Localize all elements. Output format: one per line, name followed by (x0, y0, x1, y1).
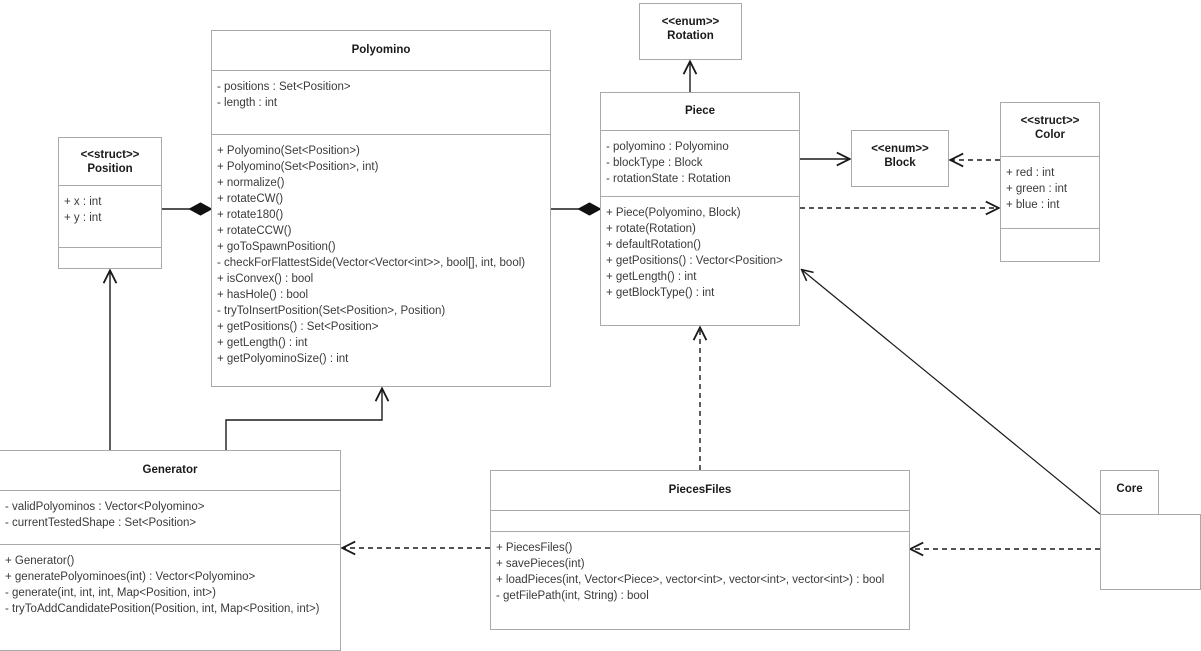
class-box-polyomino[interactable]: Polyomino - positions : Set<Position> - … (211, 30, 551, 387)
operation-item: + getLength() : int (606, 271, 697, 283)
operations-compartment-color (1001, 229, 1099, 261)
class-name-core: Core (1116, 483, 1143, 495)
operation-item: + goToSpawnPosition() (217, 241, 336, 253)
class-box-block[interactable]: <<enum>> Block (851, 130, 949, 187)
attributes-compartment-generator: - validPolyominos : Vector<Polyomino> - … (0, 491, 340, 545)
class-name-color: Color (1034, 129, 1066, 141)
operation-item: + getPositions() : Set<Position> (217, 321, 379, 333)
class-title-piece: Piece (601, 93, 799, 131)
operation-item: + Piece(Polyomino, Block) (606, 207, 741, 219)
edge-generator-to-polyomino (225, 389, 382, 450)
class-title-generator: Generator (0, 451, 340, 491)
attribute-item: + x : int (64, 196, 102, 208)
attribute-item: - blockType : Block (606, 157, 703, 169)
operation-item: + generatePolyominoes(int) : Vector<Poly… (5, 571, 256, 583)
class-name-piecesfiles: PiecesFiles (668, 484, 732, 496)
operation-item: + getPolyominoSize() : int (217, 353, 349, 365)
class-box-core-header[interactable]: Core (1100, 470, 1159, 515)
operation-item: + hasHole() : bool (217, 289, 309, 301)
attribute-item: - polyomino : Polyomino (606, 141, 729, 153)
class-stereotype-position: <<struct>> (80, 149, 140, 161)
operation-item: + Polyomino(Set<Position>) (217, 145, 360, 157)
attributes-compartment-piece: - polyomino : Polyomino - blockType : Bl… (601, 131, 799, 197)
operation-item: + rotate(Rotation) (606, 223, 696, 235)
class-title-position: <<struct>> Position (59, 138, 161, 186)
operations-compartment-polyomino: + Polyomino(Set<Position>) + Polyomino(S… (212, 135, 550, 386)
attribute-item: - positions : Set<Position> (217, 81, 351, 93)
class-stereotype-rotation: <<enum>> (661, 16, 720, 28)
class-name-polyomino: Polyomino (351, 44, 411, 56)
attributes-compartment-polyomino: - positions : Set<Position> - length : i… (212, 71, 550, 135)
attributes-compartment-position: + x : int + y : int (59, 186, 161, 248)
operation-item: + Generator() (5, 555, 75, 567)
class-box-color[interactable]: <<struct>> Color + red : int + green : i… (1000, 102, 1100, 262)
operation-item: + getBlockType() : int (606, 287, 715, 299)
attributes-compartment-piecesfiles (491, 511, 909, 532)
operations-compartment-piece: + Piece(Polyomino, Block) + rotate(Rotat… (601, 197, 799, 325)
class-title-rotation: <<enum>> Rotation (640, 4, 741, 59)
attribute-item: + blue : int (1006, 199, 1060, 211)
class-name-block: Block (884, 157, 916, 169)
class-title-core: Core (1101, 471, 1158, 514)
class-name-piece: Piece (684, 105, 716, 117)
class-title-color: <<struct>> Color (1001, 103, 1099, 157)
operation-item: + rotate180() (217, 209, 284, 221)
attribute-item: - length : int (217, 97, 278, 109)
operations-compartment-piecesfiles: + PiecesFiles() + savePieces(int) + load… (491, 532, 909, 629)
operation-item: - tryToInsertPosition(Set<Position>, Pos… (217, 305, 446, 317)
class-box-piecesfiles[interactable]: PiecesFiles + PiecesFiles() + savePieces… (490, 470, 910, 630)
attribute-item: + red : int (1006, 167, 1055, 179)
attribute-item: + green : int (1006, 183, 1068, 195)
class-stereotype-block: <<enum>> (871, 143, 929, 155)
operation-item: - getFilePath(int, String) : bool (496, 590, 649, 602)
operation-item: + normalize() (217, 177, 285, 189)
class-box-generator[interactable]: Generator - validPolyominos : Vector<Pol… (0, 450, 341, 651)
class-name-position: Position (87, 163, 133, 175)
operations-compartment-position (59, 248, 161, 268)
operation-item: - tryToAddCandidatePosition(Position, in… (5, 603, 320, 615)
class-name-generator: Generator (142, 464, 198, 476)
attribute-item: - validPolyominos : Vector<Polyomino> (5, 501, 205, 513)
class-box-position[interactable]: <<struct>> Position + x : int + y : int (58, 137, 162, 269)
operation-item: + Polyomino(Set<Position>, int) (217, 161, 379, 173)
operation-item: + getLength() : int (217, 337, 308, 349)
operation-item: + rotateCW() (217, 193, 284, 205)
operation-item: + loadPieces(int, Vector<Piece>, vector<… (496, 574, 885, 586)
class-box-core-body[interactable] (1100, 514, 1201, 590)
attribute-item: - currentTestedShape : Set<Position> (5, 517, 197, 529)
class-box-piece[interactable]: Piece - polyomino : Polyomino - blockTyp… (600, 92, 800, 326)
operation-item: + rotateCCW() (217, 225, 292, 237)
operation-item: - checkForFlattestSide(Vector<Vector<int… (217, 257, 526, 269)
operation-item: + PiecesFiles() (496, 542, 573, 554)
operation-item: - generate(int, int, int, Map<Position, … (5, 587, 216, 599)
operations-compartment-generator: + Generator() + generatePolyominoes(int)… (0, 545, 340, 650)
operation-item: + defaultRotation() (606, 239, 701, 251)
class-stereotype-color: <<struct>> (1020, 115, 1080, 127)
attribute-item: + y : int (64, 212, 102, 224)
class-box-rotation[interactable]: <<enum>> Rotation (639, 3, 742, 60)
class-title-block: <<enum>> Block (852, 131, 948, 186)
class-title-polyomino: Polyomino (212, 31, 550, 71)
class-title-piecesfiles: PiecesFiles (491, 471, 909, 511)
operation-item: + getPositions() : Vector<Position> (606, 255, 783, 267)
operation-item: + isConvex() : bool (217, 273, 314, 285)
class-name-rotation: Rotation (667, 30, 714, 42)
attribute-item: - rotationState : Rotation (606, 173, 731, 185)
operation-item: + savePieces(int) (496, 558, 585, 570)
attributes-compartment-color: + red : int + green : int + blue : int (1001, 157, 1099, 229)
